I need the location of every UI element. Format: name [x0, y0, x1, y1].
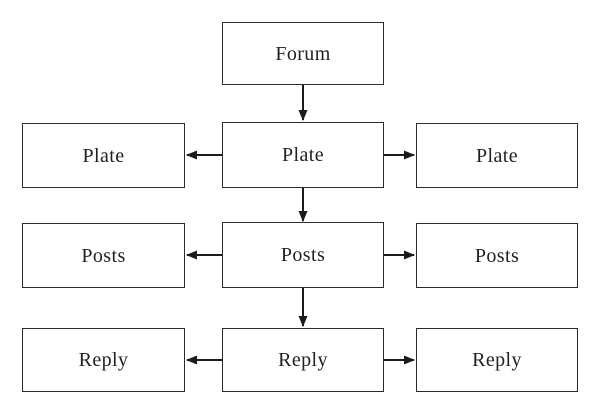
- node-plate-left-label: Plate: [82, 144, 125, 167]
- node-plate-left: Plate: [22, 123, 185, 188]
- node-plate-center: Plate: [222, 122, 384, 188]
- node-plate-center-label: Plate: [282, 144, 324, 166]
- node-reply-right: Reply: [416, 328, 578, 392]
- node-posts-left: Posts: [22, 223, 185, 288]
- node-posts-left-label: Posts: [81, 244, 126, 267]
- node-reply-right-label: Reply: [472, 349, 522, 371]
- node-posts-right: Posts: [416, 223, 578, 288]
- node-posts-center: Posts: [222, 222, 384, 288]
- node-reply-center-label: Reply: [278, 349, 328, 371]
- node-plate-right-label: Plate: [476, 144, 518, 167]
- node-posts-center-label: Posts: [280, 244, 326, 266]
- node-posts-right-label: Posts: [474, 244, 520, 267]
- node-forum-label: Forum: [275, 42, 331, 65]
- node-reply-center: Reply: [222, 328, 384, 392]
- node-reply-left-label: Reply: [78, 349, 129, 371]
- node-plate-right: Plate: [416, 123, 578, 188]
- node-forum: Forum: [222, 22, 384, 85]
- node-reply-left: Reply: [22, 328, 185, 392]
